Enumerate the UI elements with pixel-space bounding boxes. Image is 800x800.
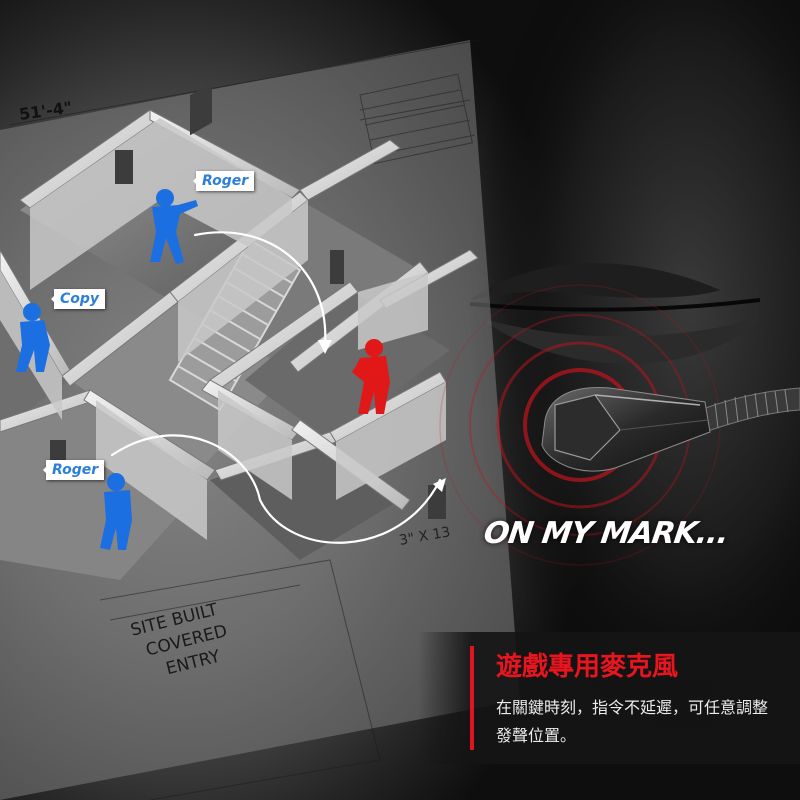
- callout-roger-top: Roger: [192, 171, 255, 191]
- floorplan-model: [0, 82, 479, 580]
- feature-title: 遊戲專用麥克風: [496, 652, 679, 682]
- soldier-blue-top: [150, 189, 198, 264]
- feature-description: 在關鍵時刻，指令不延遲，可任意調整發聲位置。: [496, 698, 769, 745]
- soldier-blue-left: [16, 303, 50, 372]
- headline-on-my-mark: ON MY MARK...: [481, 516, 731, 551]
- callout-copy: Copy: [50, 289, 106, 309]
- microphone-illustration: [541, 386, 800, 472]
- soldier-blue-bottom: [100, 473, 132, 550]
- feature-panel: 遊戲專用麥克風 在關鍵時刻，指令不延遲，可任意調整發聲位置。: [418, 632, 800, 764]
- accent-bar: [470, 646, 474, 750]
- soldier-red-enemy: [352, 339, 390, 414]
- callout-roger-bottom: Roger: [42, 460, 105, 480]
